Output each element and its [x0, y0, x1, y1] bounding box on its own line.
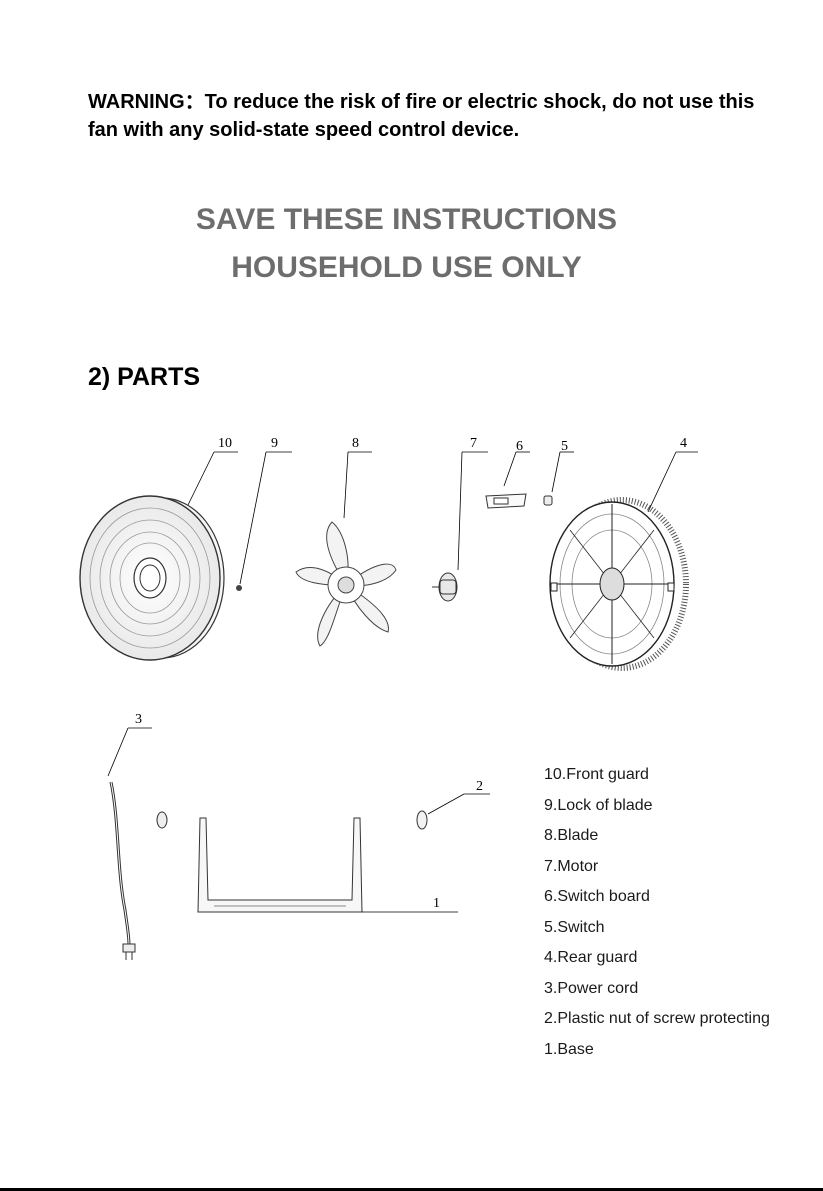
save-instructions-title: SAVE THESE INSTRUCTIONS: [195, 203, 618, 236]
parts-heading: 2) PARTS: [88, 363, 201, 391]
callout-7: 7: [470, 436, 477, 451]
legend-item: 9.Lock of blade: [544, 796, 653, 814]
switch-drawing: [543, 495, 553, 506]
power-cord-drawing: [109, 781, 136, 960]
warning-text: WARNING：To reduce the risk of fire or el…: [88, 91, 755, 141]
callout-1: 1: [433, 896, 440, 911]
parts-legend: 10.Front guard 9.Lock of blade 8.Blade 7…: [544, 764, 770, 1069]
legend-item: 5.Switch: [544, 918, 605, 936]
blade-lock-drawing: [236, 585, 242, 591]
callout-6: 6: [516, 439, 523, 454]
legend-item: 10.Front guard: [544, 766, 649, 783]
callout-4: 4: [680, 436, 687, 451]
legend-item: 1.Base: [544, 1040, 594, 1058]
legend-item: 2.Plastic nut of screw protecting: [544, 1010, 770, 1027]
legend-item: 6.Switch board: [544, 888, 650, 905]
legend-item: 4.Rear guard: [544, 949, 638, 966]
legend-item: 3.Power cord: [544, 979, 639, 997]
front-guard-drawing: [79, 495, 225, 661]
callout-2: 2: [476, 779, 483, 794]
rear-guard-drawing: [549, 497, 689, 671]
legend-item: 8.Blade: [544, 827, 599, 844]
callout-8: 8: [352, 436, 359, 451]
household-use-title: HOUSEHOLD USE ONLY: [231, 251, 582, 284]
callout-9: 9: [271, 436, 278, 451]
motor-drawing: [432, 572, 458, 602]
legend-item: 7.Motor: [544, 857, 599, 875]
callout-5: 5: [561, 439, 568, 454]
base-drawing: [197, 817, 363, 913]
plastic-nut-drawing: [416, 810, 428, 830]
callout-10: 10: [218, 436, 232, 451]
blade-drawing: [295, 521, 397, 647]
cord-nut-drawing: [156, 811, 168, 829]
switch-board-drawing: [485, 493, 527, 509]
page-bottom-rule: [0, 1188, 823, 1191]
callout-3: 3: [135, 712, 142, 727]
